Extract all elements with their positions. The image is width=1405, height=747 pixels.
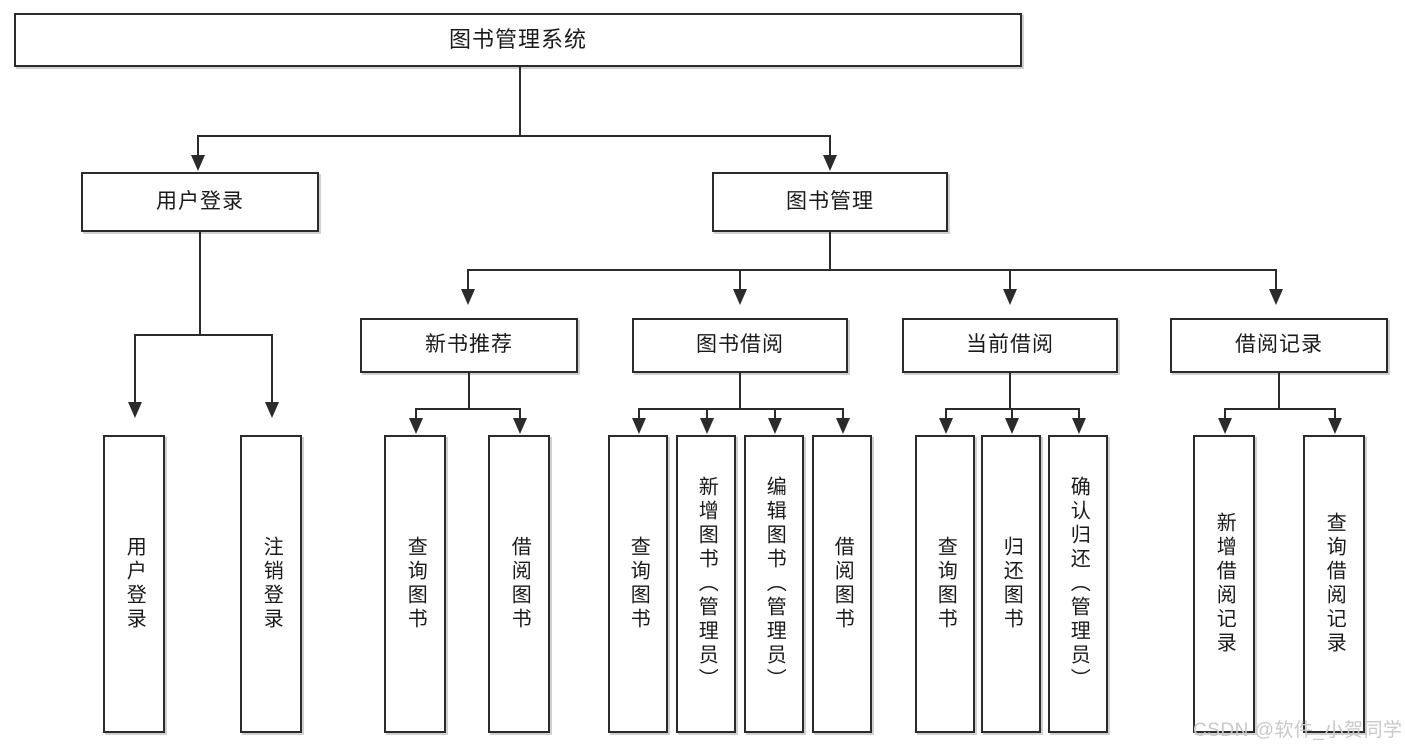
node-label: 借阅图书	[831, 536, 854, 632]
connector-root-bus	[197, 135, 831, 137]
connector-new-book-stem	[468, 373, 470, 410]
node-label: 编辑图书（管理员）	[763, 476, 786, 692]
leaf-query-borrow-record[interactable]: 查询借阅记录	[1303, 435, 1365, 733]
arrow-to-leaf-user-login	[128, 402, 142, 418]
arrow-to-leaf-borrow-book-2	[836, 418, 850, 434]
connector-book-borrow-drop-2	[706, 408, 708, 420]
node-label: 图书借阅	[696, 333, 784, 357]
connector-book-borrow-drop-3	[774, 408, 776, 420]
leaf-user-login[interactable]: 用户登录	[103, 435, 165, 733]
connector-book-borrow-drop-1	[638, 408, 640, 420]
arrow-to-leaf-logout	[265, 402, 279, 418]
arrow-to-leaf-borrow-book-1	[513, 418, 527, 434]
connector-book-mgmt-drop-4	[1275, 269, 1277, 291]
arrow-to-leaf-query-book-2	[632, 418, 646, 434]
arrow-to-borrow-record	[1269, 289, 1283, 305]
connector-current-borrow-stem	[1009, 373, 1011, 410]
leaf-confirm-return-admin[interactable]: 确认归还（管理员）	[1048, 435, 1108, 733]
arrow-to-user-login	[191, 155, 205, 171]
leaf-add-borrow-record[interactable]: 新增借阅记录	[1193, 435, 1255, 733]
node-new-book-recommend[interactable]: 新书推荐	[360, 318, 578, 373]
connector-book-mgmt-drop-2	[739, 269, 741, 291]
arrow-to-current-borrow	[1003, 289, 1017, 305]
connector-user-login-drop-1	[134, 334, 136, 404]
node-label: 查询图书	[934, 536, 957, 632]
connector-borrow-record-bus	[1224, 408, 1336, 410]
node-label: 借阅图书	[508, 536, 531, 632]
arrow-to-leaf-edit-book	[768, 418, 782, 434]
node-label: 归还图书	[1000, 536, 1023, 632]
connector-borrow-record-stem	[1278, 373, 1280, 410]
leaf-logout[interactable]: 注销登录	[240, 435, 302, 733]
node-label: 查询图书	[627, 536, 650, 632]
node-label: 查询图书	[404, 536, 427, 632]
node-current-borrow[interactable]: 当前借阅	[902, 318, 1118, 373]
connector-root-to-user-login	[197, 135, 199, 157]
arrow-to-new-book-recommend	[461, 289, 475, 305]
leaf-query-book-current[interactable]: 查询图书	[915, 435, 975, 733]
connector-borrow-record-drop-1	[1224, 408, 1226, 420]
arrow-to-book-borrow	[733, 289, 747, 305]
connector-book-mgmt-drop-3	[1009, 269, 1011, 291]
connector-user-login-stem	[199, 232, 201, 335]
connector-new-book-drop-2	[519, 408, 521, 420]
leaf-return-book[interactable]: 归还图书	[981, 435, 1041, 733]
arrow-to-leaf-query-book-3	[939, 418, 953, 434]
connector-new-book-bus	[415, 408, 521, 410]
node-label: 新增图书（管理员）	[695, 476, 718, 692]
connector-book-mgmt-bus	[467, 269, 1276, 271]
arrow-to-leaf-confirm-return	[1072, 418, 1086, 434]
node-label: 用户登录	[156, 189, 244, 213]
leaf-edit-book-admin[interactable]: 编辑图书（管理员）	[744, 435, 804, 733]
connector-current-borrow-drop-3	[1078, 408, 1080, 420]
node-label: 图书管理	[786, 189, 874, 213]
leaf-query-book-borrow[interactable]: 查询图书	[608, 435, 668, 733]
arrow-to-leaf-query-book-1	[409, 418, 423, 434]
node-book-borrow[interactable]: 图书借阅	[632, 318, 848, 373]
connector-book-borrow-drop-4	[842, 408, 844, 420]
connector-book-borrow-stem	[739, 373, 741, 410]
node-label: 借阅记录	[1235, 333, 1323, 357]
arrow-to-leaf-add-book	[700, 418, 714, 434]
connector-book-borrow-bus	[638, 408, 844, 410]
arrow-to-book-mgmt	[823, 155, 837, 171]
arrow-to-leaf-query-record	[1328, 418, 1342, 434]
connector-borrow-record-drop-2	[1334, 408, 1336, 420]
node-label: 用户登录	[123, 536, 146, 632]
connector-user-login-drop-2	[271, 334, 273, 404]
arrow-to-leaf-return-book	[1005, 418, 1019, 434]
connector-root-stem	[519, 67, 521, 135]
node-label: 查询借阅记录	[1323, 512, 1346, 656]
node-label: 当前借阅	[966, 333, 1054, 357]
connector-book-mgmt-drop-1	[467, 269, 469, 291]
node-label: 确认归还（管理员）	[1067, 476, 1090, 692]
leaf-add-book-admin[interactable]: 新增图书（管理员）	[676, 435, 736, 733]
leaf-query-book-recommend[interactable]: 查询图书	[384, 435, 446, 733]
node-label: 注销登录	[260, 536, 283, 632]
node-root-system[interactable]: 图书管理系统	[14, 13, 1022, 67]
leaf-borrow-book-recommend[interactable]: 借阅图书	[488, 435, 550, 733]
connector-book-mgmt-stem	[829, 232, 831, 271]
connector-user-login-bus	[134, 334, 272, 336]
node-label: 新书推荐	[425, 333, 513, 357]
node-label: 新增借阅记录	[1213, 512, 1236, 656]
leaf-borrow-book[interactable]: 借阅图书	[812, 435, 872, 733]
node-book-management[interactable]: 图书管理	[712, 172, 948, 232]
arrow-to-leaf-add-record	[1218, 418, 1232, 434]
connector-root-to-book-mgmt	[829, 135, 831, 157]
node-borrow-record[interactable]: 借阅记录	[1170, 318, 1388, 373]
connector-new-book-drop-1	[415, 408, 417, 420]
connector-current-borrow-drop-2	[1011, 408, 1013, 420]
node-label: 图书管理系统	[448, 27, 587, 53]
node-user-login[interactable]: 用户登录	[81, 172, 319, 232]
connector-current-borrow-drop-1	[945, 408, 947, 420]
